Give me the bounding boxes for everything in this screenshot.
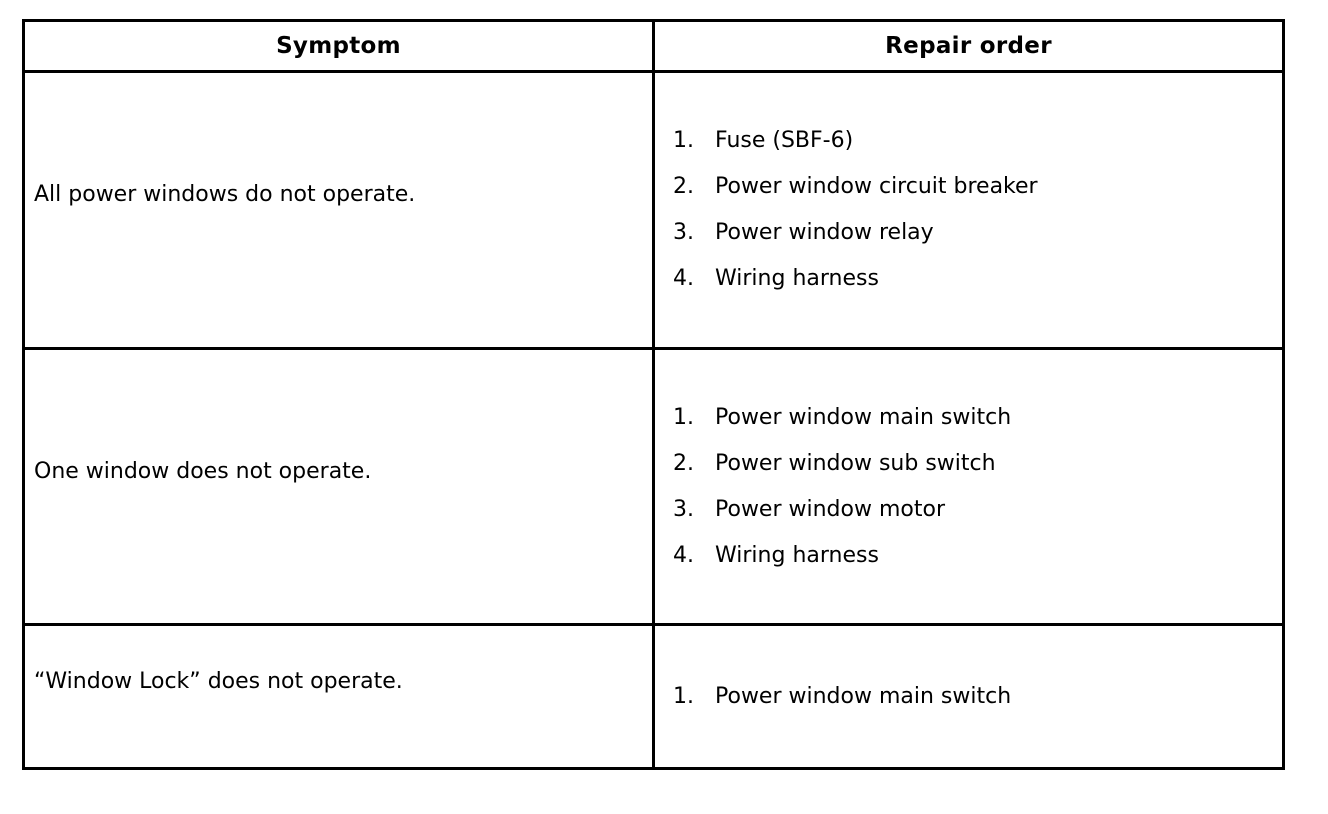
symptom-column-header: Symptom [22,19,655,73]
repair-order-item-text: Fuse (SBF-6) [715,128,854,153]
repair-order-item: Power window motor [673,487,1282,533]
table-row: One window does not operate. Power windo… [22,347,1285,626]
repair-order-column-header: Repair order [652,19,1285,73]
repair-order-list: Fuse (SBF-6) Power window circuit breake… [673,118,1282,302]
repair-order-item: Fuse (SBF-6) [673,118,1282,164]
repair-order-item: Power window circuit breaker [673,164,1282,210]
symptom-text: One window does not operate. [34,458,372,484]
repair-order-item-text: Power window main switch [715,683,1012,709]
repair-order-list: Power window main switch Power window su… [673,395,1282,579]
repair-order-cell: Fuse (SBF-6) Power window circuit breake… [652,70,1285,350]
symptom-cell: One window does not operate. [22,347,655,626]
repair-order-item-text: Wiring harness [715,542,879,568]
table-row: “Window Lock” does not operate. Power wi… [22,623,1285,770]
repair-order-item: Power window sub switch [673,441,1282,487]
symptom-cell: “Window Lock” does not operate. [22,623,655,770]
symptom-text: All power windows do not operate. [34,182,416,207]
symptom-cell: All power windows do not operate. [22,70,655,350]
repair-order-list: Power window main switch [673,674,1282,720]
table-row: All power windows do not operate. Fuse (… [22,70,1285,350]
repair-order-item: Power window relay [673,210,1282,256]
repair-order-cell: Power window main switch [652,623,1285,770]
repair-order-item-text: Power window main switch [715,404,1012,430]
repair-order-item-text: Power window circuit breaker [715,174,1038,199]
repair-order-item-text: Power window sub switch [715,450,996,476]
repair-order-item-text: Power window relay [715,220,934,245]
repair-order-item: Wiring harness [673,256,1282,302]
troubleshooting-table: Symptom Repair order All power windows d… [22,19,1285,770]
repair-order-item: Power window main switch [673,674,1282,720]
repair-order-cell: Power window main switch Power window su… [652,347,1285,626]
table-header-row: Symptom Repair order [22,19,1285,73]
repair-order-item-text: Wiring harness [715,266,879,291]
repair-order-item: Wiring harness [673,533,1282,579]
repair-order-item: Power window main switch [673,395,1282,441]
symptom-text: “Window Lock” does not operate. [34,668,403,694]
repair-order-item-text: Power window motor [715,496,945,522]
